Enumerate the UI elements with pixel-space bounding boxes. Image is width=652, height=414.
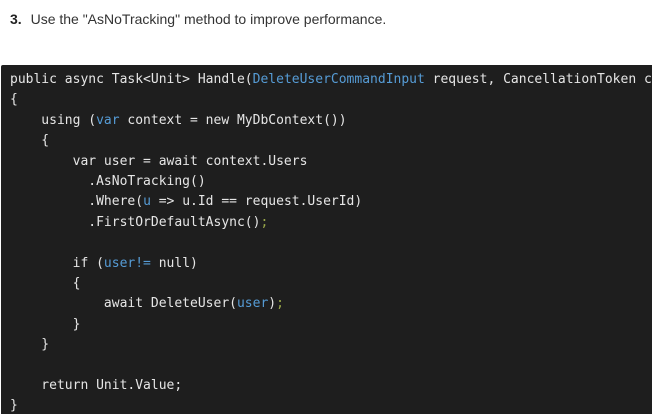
code-token: .Where( xyxy=(10,194,144,210)
code-token: u xyxy=(143,194,151,210)
code-token: user!= xyxy=(103,255,151,271)
code-line: await DeleteUser(user); xyxy=(10,294,652,314)
code-token: { xyxy=(10,275,81,291)
code-token: public async Task<Unit> Handle( xyxy=(10,72,253,87)
code-line: public async Task<Unit> Handle(DeleteUse… xyxy=(10,70,652,90)
code-line: } xyxy=(10,396,652,414)
code-token: .FirstOrDefaultAsync() xyxy=(10,214,261,230)
code-line: .FirstOrDefaultAsync(); xyxy=(10,213,652,233)
code-line: { xyxy=(10,90,652,110)
code-line: if (user!= null) xyxy=(10,254,652,274)
code-line xyxy=(10,233,652,253)
code-token: } xyxy=(10,316,81,332)
code-token: var user = await context.Users xyxy=(10,153,308,169)
code-token: DeleteUserCommandInput xyxy=(252,72,425,87)
code-line: return Unit.Value; xyxy=(10,376,652,396)
code-line: var user = await context.Users xyxy=(10,152,652,172)
code-token: context = new MyDbContext()) xyxy=(119,112,347,128)
code-token: } xyxy=(10,398,18,414)
code-block: public async Task<Unit> Handle(DeleteUse… xyxy=(1,65,652,414)
code-line: { xyxy=(10,274,652,294)
code-token: return Unit.Value; xyxy=(10,377,183,393)
step-instruction: 3. Use the "AsNoTracking" method to impr… xyxy=(10,11,386,27)
code-line: using (var context = new MyDbContext()) xyxy=(10,111,652,131)
code-token: var xyxy=(96,112,120,128)
code-token: using ( xyxy=(10,112,97,128)
code-line: .AsNoTracking() xyxy=(10,172,652,192)
code-line: { xyxy=(10,131,652,151)
code-token: ; xyxy=(276,296,284,312)
code-line: .Where(u => u.Id == request.UserId) xyxy=(10,192,652,212)
code-token: await DeleteUser( xyxy=(10,296,237,312)
code-token: null) xyxy=(150,255,198,271)
code-line: } xyxy=(10,315,652,335)
code-token: { xyxy=(10,133,50,149)
step-number: 3. xyxy=(10,11,22,27)
code-token: .AsNoTracking() xyxy=(10,173,206,189)
code-token: } xyxy=(10,337,50,353)
code-token: { xyxy=(10,92,18,108)
code-line xyxy=(10,355,652,375)
code-listing: public async Task<Unit> Handle(DeleteUse… xyxy=(10,70,652,414)
code-line: } xyxy=(10,335,652,355)
code-token: ) xyxy=(268,296,277,312)
code-token: if ( xyxy=(10,255,104,271)
code-token: => u.Id == request.UserId) xyxy=(150,194,363,210)
code-token: request, CancellationToken cancellationT… xyxy=(432,72,652,87)
code-token: user xyxy=(236,296,269,312)
code-token: ; xyxy=(260,214,269,230)
step-text: Use the "AsNoTracking" method to improve… xyxy=(30,11,387,27)
